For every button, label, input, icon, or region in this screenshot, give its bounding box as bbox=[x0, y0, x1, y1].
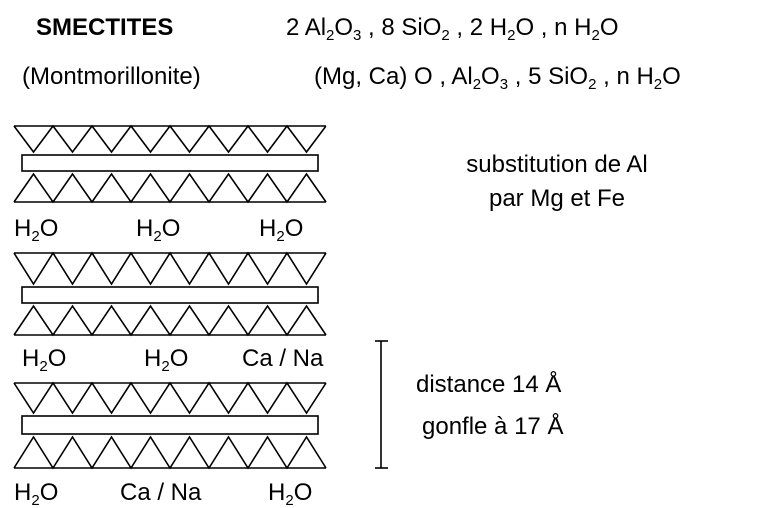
distance-note-line-2: gonfle à 17 Å bbox=[422, 413, 564, 440]
interlayer-3-species-3: H2O bbox=[268, 479, 313, 508]
substitution-note-line-2: par Mg et Fe bbox=[488, 185, 626, 212]
interlayer-2-species-2: H2O bbox=[144, 345, 189, 375]
interlayer-1-species-1: H2O bbox=[14, 215, 59, 245]
interlayer-2-species-3: Ca / Na bbox=[242, 345, 324, 372]
interlayer-3-species-1: H2O bbox=[14, 479, 59, 508]
smectite-formula: 2 Al2O3 , 8 SiO2 , 2 H2O , n H2O bbox=[286, 14, 619, 44]
octahedral-sheet bbox=[21, 415, 319, 435]
interlayer-1-species-3: H2O bbox=[259, 215, 304, 245]
substitution-note-line-1: substitution de Al bbox=[466, 151, 648, 178]
interlayer-2-species-1: H2O bbox=[22, 345, 67, 375]
clay-layer-3 bbox=[13, 381, 327, 470]
tetrahedral-sheet-top bbox=[13, 124, 327, 154]
octahedral-sheet bbox=[21, 154, 319, 172]
tetrahedral-sheet-top bbox=[13, 251, 327, 286]
interlayer-1-species-2: H2O bbox=[136, 215, 181, 245]
interlayer-3-species-2: Ca / Na bbox=[120, 479, 202, 506]
distance-note-line-1: distance 14 Å bbox=[416, 371, 562, 398]
tetrahedral-sheet-bottom bbox=[13, 172, 327, 204]
clay-layer-2 bbox=[13, 251, 327, 337]
mineral-variety: (Montmorillonite) bbox=[22, 63, 201, 90]
mineral-name: SMECTITES bbox=[36, 14, 174, 41]
tetrahedral-sheet-bottom bbox=[13, 435, 327, 470]
tetrahedral-sheet-bottom bbox=[13, 304, 327, 337]
clay-layer-1 bbox=[13, 124, 327, 204]
octahedral-sheet bbox=[21, 286, 319, 304]
distance-bracket bbox=[375, 340, 388, 469]
montmorillonite-formula: (Mg, Ca) O , Al2O3 , 5 SiO2 , n H2O bbox=[314, 63, 681, 93]
tetrahedral-sheet-top bbox=[13, 381, 327, 415]
